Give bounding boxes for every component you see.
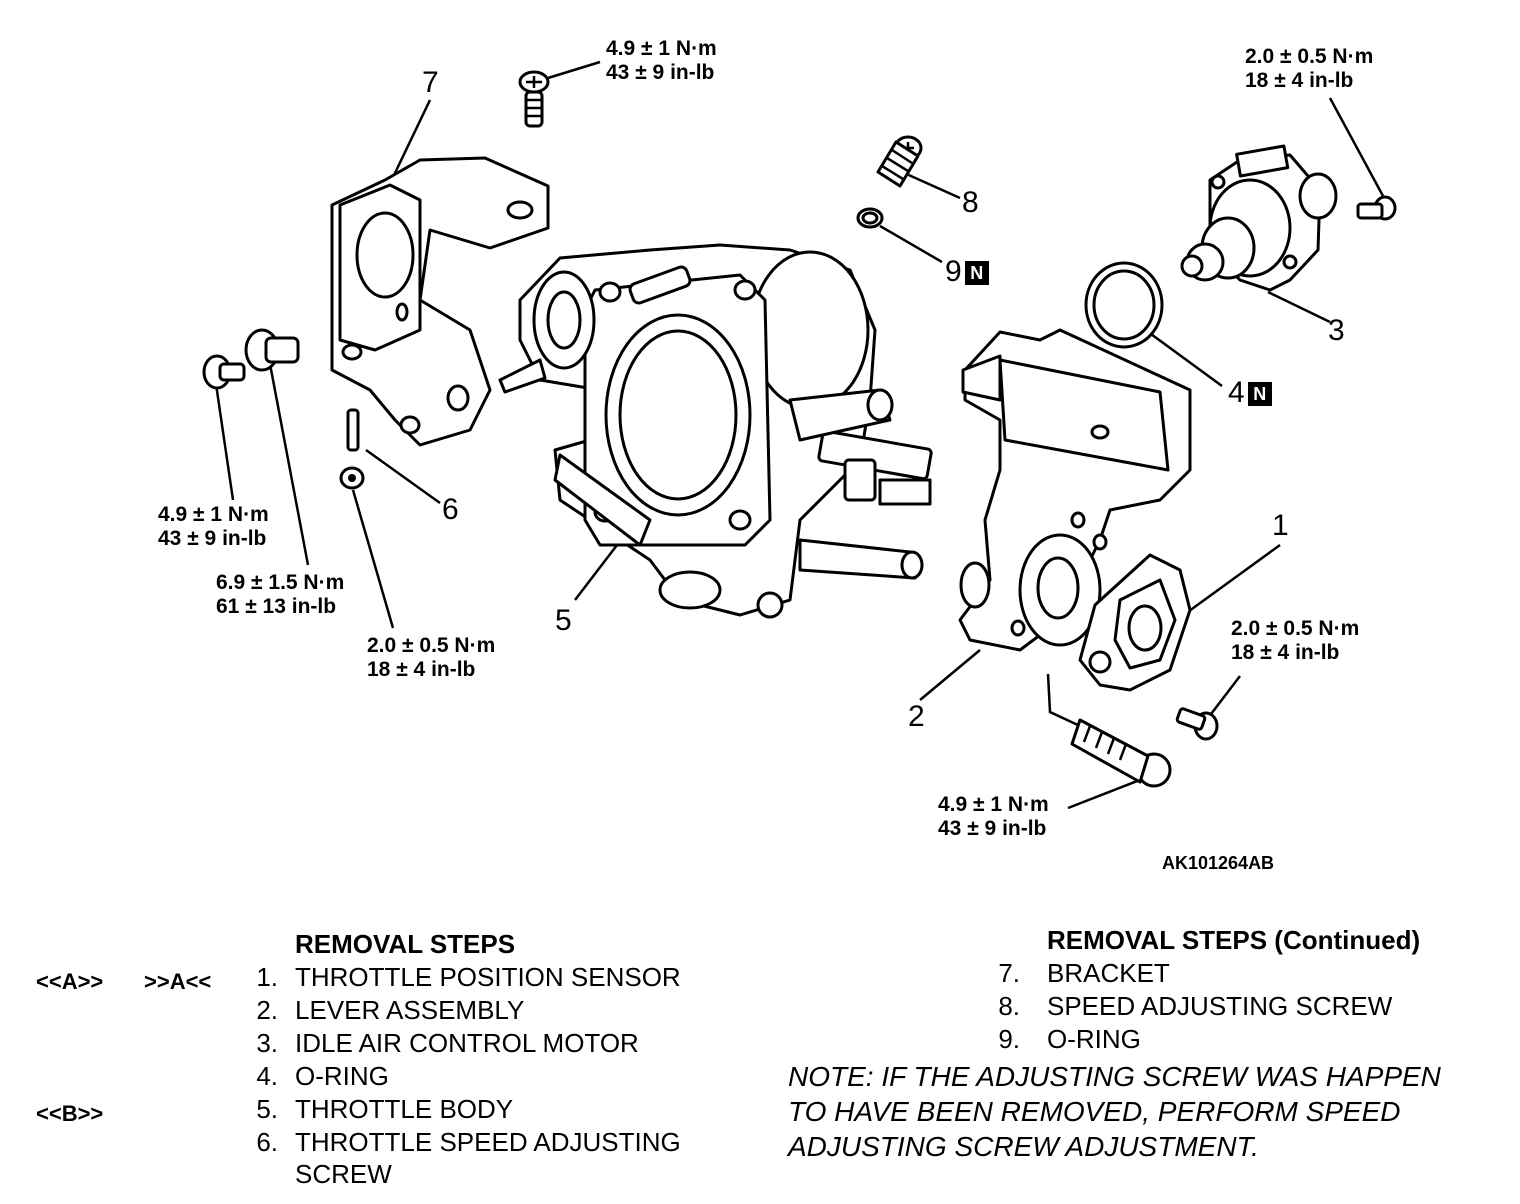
torque-inlb: 61 ± 13 in-lb	[216, 595, 337, 618]
removal-steps-left: REMOVAL STEPS <<A>> >>A<< 1. THROTTLE PO…	[0, 928, 760, 1189]
step-label-continued: SCREW	[295, 1159, 392, 1189]
note-line: ADJUSTING SCREW ADJUSTMENT.	[788, 1131, 1259, 1162]
removal-steps-heading: REMOVAL STEPS	[295, 929, 516, 959]
throttle-body-5	[498, 243, 933, 619]
callout-6: 6	[442, 493, 459, 526]
note-line: NOTE: IF THE ADJUSTING SCREW WAS HAPPEN	[788, 1061, 1441, 1092]
torque-inlb: 43 ± 9 in-lb	[158, 527, 267, 550]
step-number: 8.	[998, 991, 1020, 1021]
torque-nm: 2.0 ± 0.5 N·m	[367, 634, 496, 657]
step-label: THROTTLE SPEED ADJUSTING	[295, 1127, 681, 1157]
new-part-mark-icon: N	[1247, 382, 1272, 407]
note: NOTE: IF THE ADJUSTING SCREW WAS HAPPEN …	[788, 1059, 1441, 1164]
torque-nm: 4.9 ± 1 N·m	[938, 793, 1049, 816]
lever-assembly-2	[958, 328, 1192, 652]
bracket-7	[330, 156, 550, 447]
torque-nm: 6.9 ± 1.5 N·m	[216, 571, 345, 594]
callout-2: 2	[908, 700, 925, 733]
torque-nm: 4.9 ± 1 N·m	[606, 37, 717, 60]
o-ring-4	[1084, 261, 1164, 349]
step-number: 4.	[256, 1061, 278, 1091]
new-part-mark-icon: N	[964, 261, 989, 286]
screws-right	[1070, 707, 1219, 788]
step-number: 6.	[256, 1127, 278, 1157]
step-number: 7.	[998, 958, 1020, 988]
torque-label-adjusting-nut: 2.0 ± 0.5 N·m 18 ± 4 in-lb	[367, 634, 495, 682]
speed-screw-8	[856, 135, 923, 229]
step-label: SPEED ADJUSTING SCREW	[1047, 991, 1393, 1021]
torque-label-tps-screw: 2.0 ± 0.5 N·m 18 ± 4 in-lb	[1231, 617, 1359, 665]
callout-3: 3	[1328, 314, 1345, 347]
exploded-view-drawing	[202, 60, 1397, 810]
torque-inlb: 43 ± 9 in-lb	[606, 61, 715, 84]
torque-inlb: 18 ± 4 in-lb	[367, 658, 476, 681]
step-label: THROTTLE BODY	[295, 1094, 514, 1124]
step-number: 2.	[256, 995, 278, 1025]
iac-motor-3	[1180, 144, 1397, 292]
callout-5: 5	[555, 604, 572, 637]
step-label: O-RING	[1047, 1024, 1141, 1054]
torque-label-top-screw: 4.9 ± 1 N·m 43 ± 9 in-lb	[606, 37, 717, 85]
torque-nm: 2.0 ± 0.5 N·m	[1231, 617, 1360, 640]
step-label: BRACKET	[1047, 958, 1170, 988]
step-number: 3.	[256, 1028, 278, 1058]
step-label: O-RING	[295, 1061, 389, 1091]
torque-inlb: 18 ± 4 in-lb	[1245, 69, 1354, 92]
torque-label-bracket-screw: 4.9 ± 1 N·m 43 ± 9 in-lb	[158, 503, 269, 551]
torque-nm: 2.0 ± 0.5 N·m	[1245, 45, 1374, 68]
screw-top	[518, 70, 550, 128]
ref-b-removal: <<B>>	[36, 1101, 104, 1126]
callout-7: 7	[422, 66, 439, 99]
ref-a-removal: <<A>>	[36, 969, 104, 994]
removal-steps-continued-heading: REMOVAL STEPS (Continued)	[1047, 925, 1421, 955]
step-label: LEVER ASSEMBLY	[295, 995, 525, 1025]
screws-left	[202, 328, 365, 490]
callout-9-number: 9	[945, 255, 962, 288]
torque-inlb: 18 ± 4 in-lb	[1231, 641, 1340, 664]
callout-4-number: 4	[1228, 376, 1245, 409]
step-label: THROTTLE POSITION SENSOR	[295, 962, 681, 992]
step-label: IDLE AIR CONTROL MOTOR	[295, 1028, 639, 1058]
ref-a-installation: >>A<<	[144, 969, 212, 994]
torque-nm: 4.9 ± 1 N·m	[158, 503, 269, 526]
step-number: 1.	[256, 962, 278, 992]
callout-8: 8	[962, 186, 979, 219]
callout-1: 1	[1272, 509, 1289, 542]
torque-label-bracket-bolt: 6.9 ± 1.5 N·m 61 ± 13 in-lb	[216, 571, 344, 619]
removal-steps-right: REMOVAL STEPS (Continued) 7. BRACKET 8. …	[990, 924, 1510, 1054]
torque-label-iac-screw: 2.0 ± 0.5 N·m 18 ± 4 in-lb	[1245, 45, 1373, 93]
torque-label-lever-bolt: 4.9 ± 1 N·m 43 ± 9 in-lb	[938, 793, 1049, 841]
leader-lines	[214, 60, 1385, 810]
figure-id: AK101264AB	[1162, 853, 1275, 873]
note-line: TO HAVE BEEN REMOVED, PERFORM SPEED	[788, 1096, 1401, 1127]
step-number: 5.	[256, 1094, 278, 1124]
tps-1	[1078, 553, 1192, 692]
step-number: 9.	[998, 1024, 1020, 1054]
torque-inlb: 43 ± 9 in-lb	[938, 817, 1047, 840]
